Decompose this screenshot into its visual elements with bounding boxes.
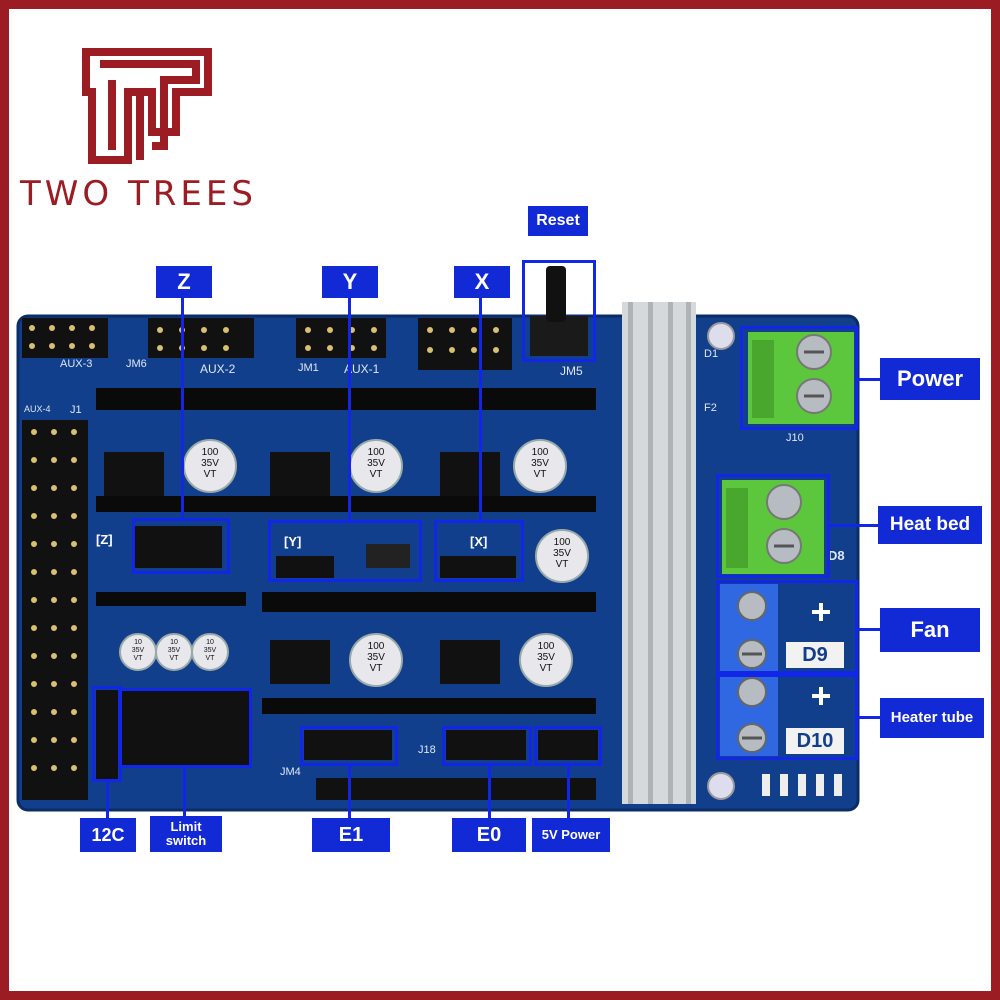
silk-aux2: AUX-2	[200, 362, 236, 376]
fan-leader	[858, 628, 880, 631]
silk-j1: J1	[70, 404, 82, 416]
y-callout: Y	[322, 266, 378, 298]
five-v-power-callout: 5V Power	[532, 818, 610, 852]
heat-bed-leader	[830, 524, 878, 527]
limit-switch-leader	[183, 768, 186, 816]
heat-bed-callout: Heat bed	[878, 506, 982, 544]
heat-bed-highlight	[716, 474, 830, 578]
heater-tube-callout: Heater tube	[880, 698, 984, 738]
silk-d1: D1	[704, 348, 719, 360]
silk-aux3: AUX-3	[60, 358, 93, 370]
silk-j18: J18	[418, 744, 436, 756]
power-highlight	[740, 326, 858, 430]
fan-callout: Fan	[880, 608, 980, 652]
z-callout: Z	[156, 266, 212, 298]
i2c-leader	[106, 782, 109, 818]
i2c-callout: 12C	[80, 818, 136, 852]
silk-d8: D8	[828, 548, 845, 563]
e0-leader	[488, 766, 491, 818]
y-highlight	[268, 520, 422, 582]
x-highlight	[434, 520, 524, 582]
z-highlight	[132, 518, 230, 574]
silk-jm6: JM6	[126, 358, 147, 370]
silk-aux1: AUX-1	[344, 362, 380, 376]
silk-jm5: JM5	[560, 364, 583, 378]
five-v-highlight	[534, 726, 602, 766]
silk-x-tag: [X]	[470, 534, 488, 549]
five-v-leader	[567, 766, 570, 818]
heater-tube-highlight	[716, 674, 858, 760]
y-leader	[348, 298, 351, 520]
silk-aux4: AUX-4	[24, 404, 51, 414]
power-leader	[858, 378, 880, 381]
silk-f2: F2	[704, 402, 717, 414]
silk-d9: D9	[786, 642, 844, 668]
e1-callout: E1	[312, 818, 390, 852]
x-callout: X	[454, 266, 510, 298]
silk-jm1: JM1	[298, 362, 319, 374]
silk-y-tag: [Y]	[284, 534, 302, 549]
e1-leader	[348, 766, 351, 818]
limit-switch-highlight	[118, 688, 252, 768]
silk-d10: D10	[786, 728, 844, 754]
fan-highlight	[716, 580, 858, 674]
reset-highlight	[522, 260, 596, 362]
heater-tube-leader	[858, 716, 880, 719]
silk-jm4: JM4	[280, 766, 301, 778]
z-leader	[181, 298, 184, 518]
silk-z-tag: [Z]	[96, 532, 113, 547]
brand-name: TWO TREES	[20, 174, 257, 214]
x-leader	[479, 298, 482, 520]
e1-highlight	[300, 726, 398, 766]
limit-switch-callout: Limit switch	[150, 816, 222, 852]
reset-callout: Reset	[528, 206, 588, 236]
e0-highlight	[442, 726, 532, 766]
silk-j10: J10	[786, 432, 804, 444]
power-callout: Power	[880, 358, 980, 400]
e0-callout: E0	[452, 818, 526, 852]
